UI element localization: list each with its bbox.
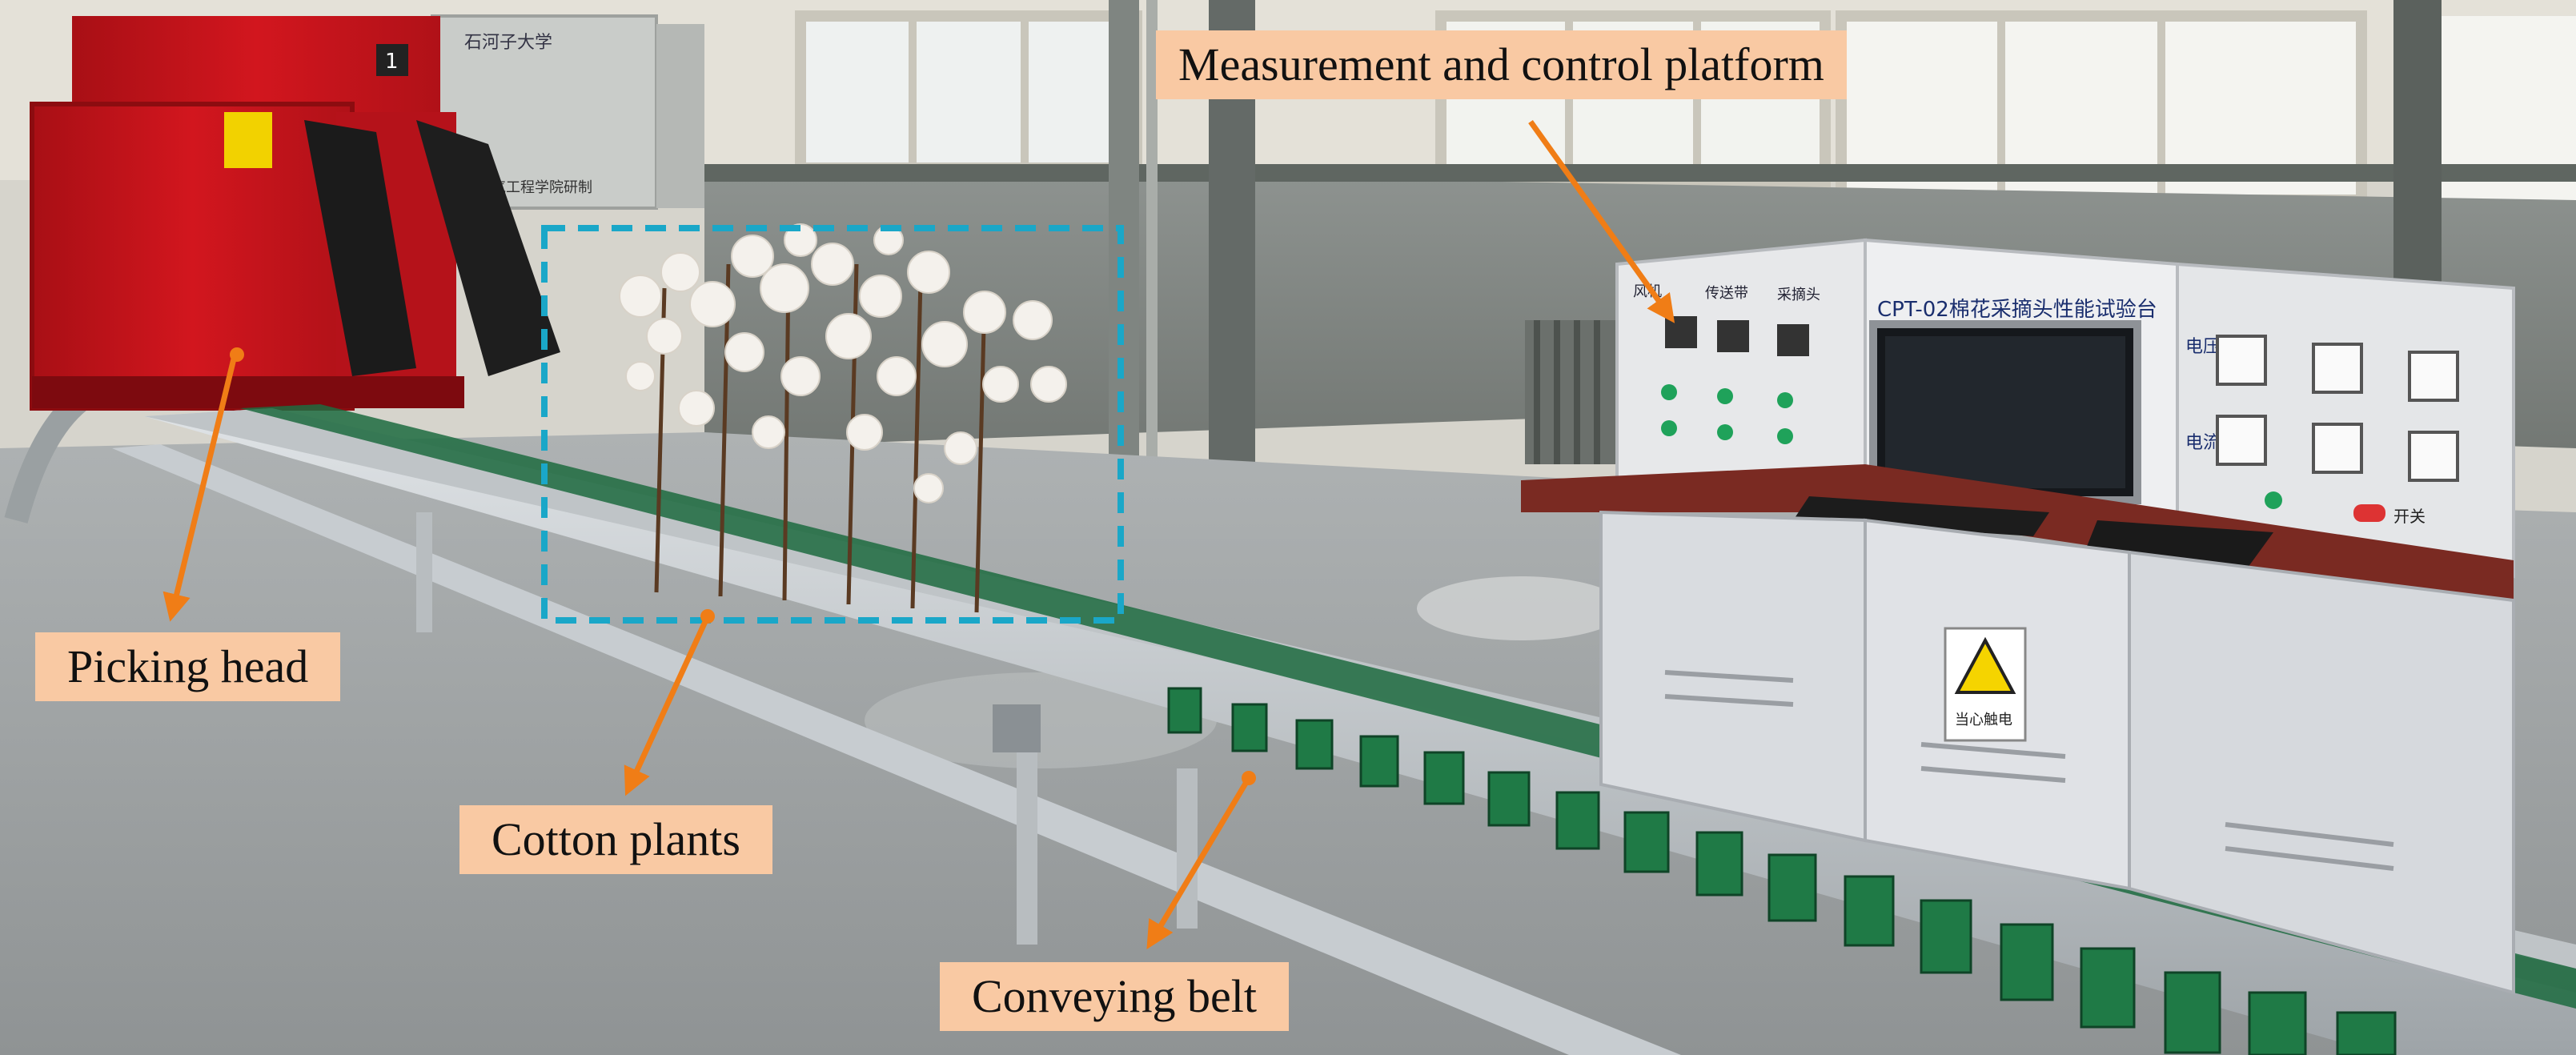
switch-label: 开关 [2393, 507, 2426, 526]
picking-head-machine: 1 [30, 16, 560, 411]
cotton-plants [619, 223, 1067, 613]
cotton-plants-callout: Cotton plants [459, 805, 772, 874]
panel-title: CPT-02棉花采摘头性能试验台 [1877, 298, 2157, 322]
picking-head-callout: Picking head [35, 632, 341, 701]
control-platform: CPT-02棉花采摘头性能试验台 风机 传送带 采摘头 电压表 电流表 开关 [1521, 238, 2515, 995]
measurement-platform-callout: Measurement and control platform [1156, 30, 1847, 99]
display-label-head: 采摘头 [1777, 287, 1820, 303]
callout-arrows [163, 119, 1675, 950]
cotton-plants-marker-box [541, 225, 1124, 624]
display-label-belt: 传送带 [1705, 285, 1748, 302]
warning-sign-text: 当心触电 [1955, 712, 2012, 728]
radiator [1525, 320, 1621, 464]
conveying-belt-callout: Conveying belt [940, 962, 1290, 1031]
number-plate: 1 [385, 50, 399, 74]
university-label: 石河子大学 [464, 33, 552, 53]
